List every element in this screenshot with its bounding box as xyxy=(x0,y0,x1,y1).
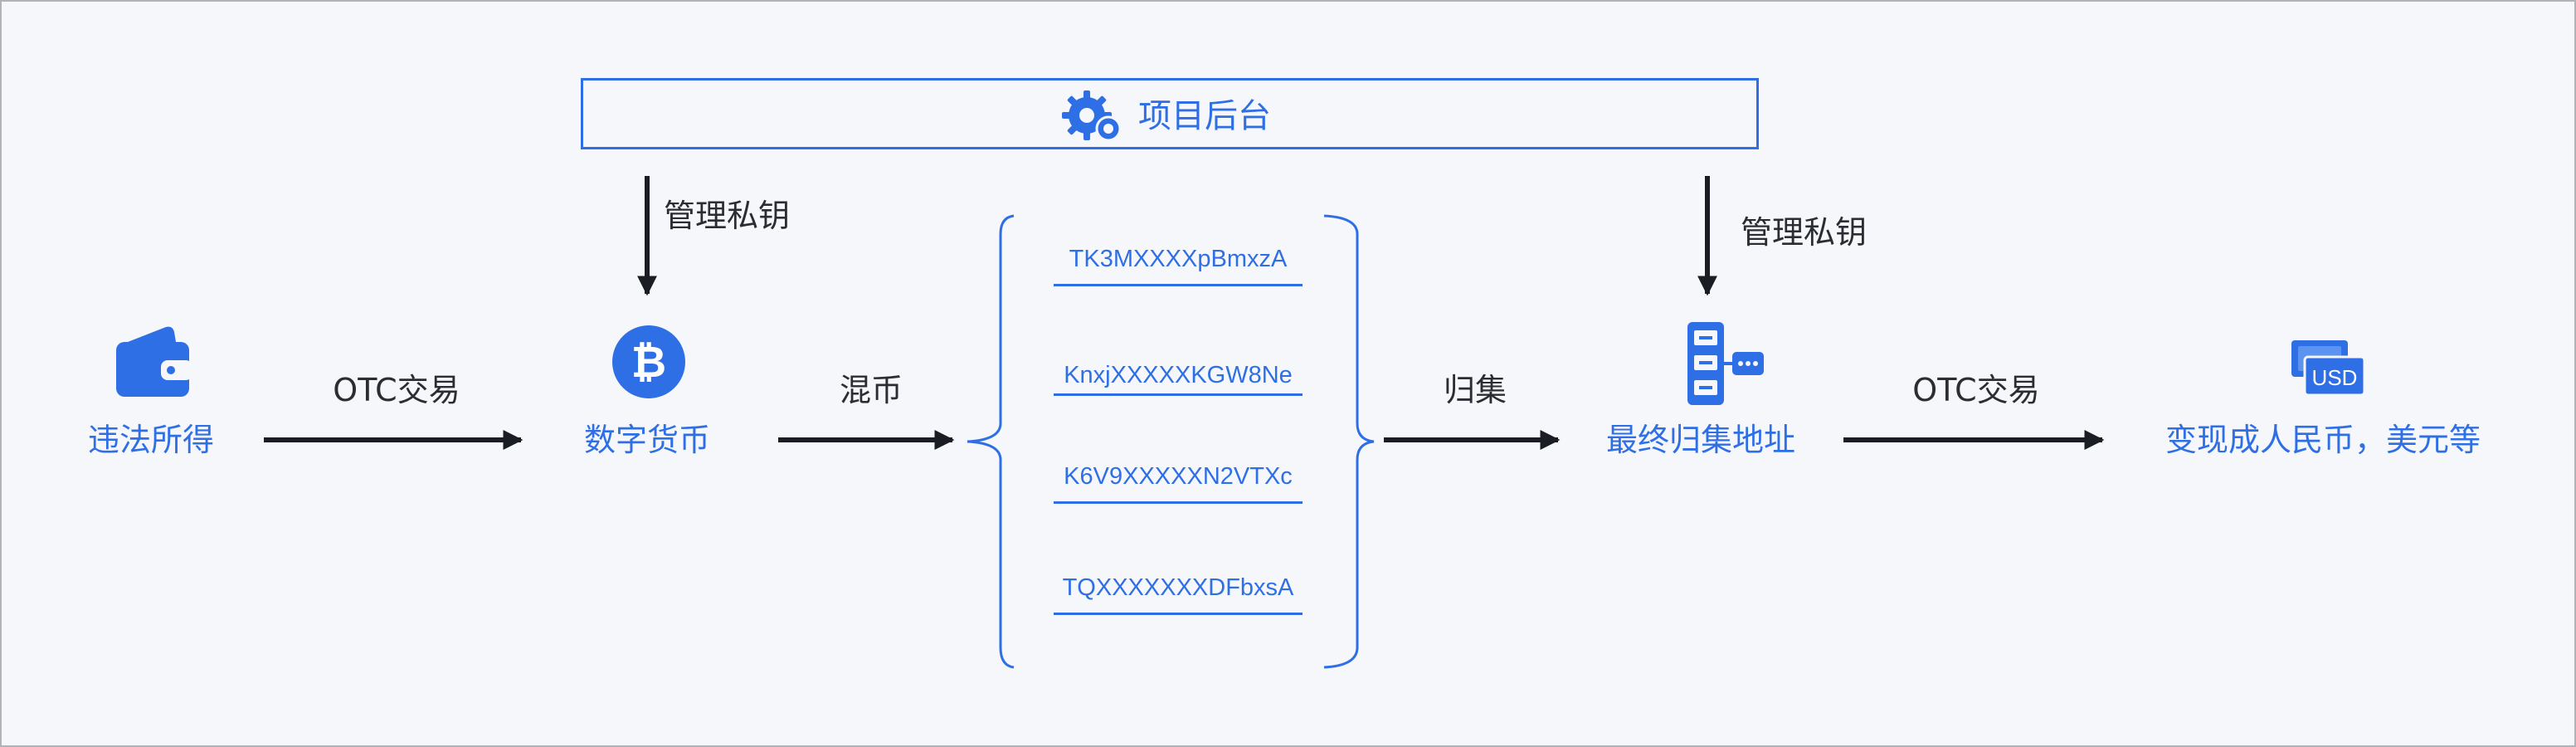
bitcoin-symbol: ₿ xyxy=(631,338,666,388)
edge-manage-key-right-label: 管理私钥 xyxy=(1741,214,1867,251)
node-final-address-label: 最终归集地址 xyxy=(1605,422,1795,458)
address-item: KnxjXXXXXKGW8Ne xyxy=(1064,362,1293,388)
wallet-icon xyxy=(116,326,192,397)
address-item: K6V9XXXXXN2VTXc xyxy=(1064,463,1293,490)
node-illegal-income-label: 违法所得 xyxy=(87,422,214,458)
right-brace xyxy=(1323,214,1375,669)
server-icon xyxy=(1687,322,1764,405)
address-item: TK3MXXXXpBmxzA xyxy=(1069,246,1288,272)
edge-otc-1-label: OTC交易 xyxy=(333,372,460,408)
usd-cash-icon: USD xyxy=(2291,340,2366,397)
address-underline xyxy=(1054,393,1303,396)
address-item: TQXXXXXXXDFbxsA xyxy=(1062,574,1294,601)
address-underline xyxy=(1054,613,1303,615)
edge-otc-2-label: OTC交易 xyxy=(1912,372,2040,408)
address-underline xyxy=(1054,284,1303,286)
edge-mixing-label: 混币 xyxy=(839,372,903,408)
usd-text: USD xyxy=(2312,365,2358,390)
address-underline xyxy=(1054,501,1303,504)
bitcoin-icon: ₿ xyxy=(612,325,685,398)
edge-collect-label: 归集 xyxy=(1443,372,1507,408)
project-backend-box xyxy=(581,78,1759,149)
node-digital-currency-label: 数字货币 xyxy=(583,422,710,458)
project-backend-title: 项目后台 xyxy=(1138,97,1271,135)
left-brace xyxy=(967,214,1015,669)
gear-icon xyxy=(1062,90,1122,142)
edge-manage-key-left-label: 管理私钥 xyxy=(664,198,791,234)
node-cash-out-label: 变现成人民币，美元等 xyxy=(2165,422,2481,458)
